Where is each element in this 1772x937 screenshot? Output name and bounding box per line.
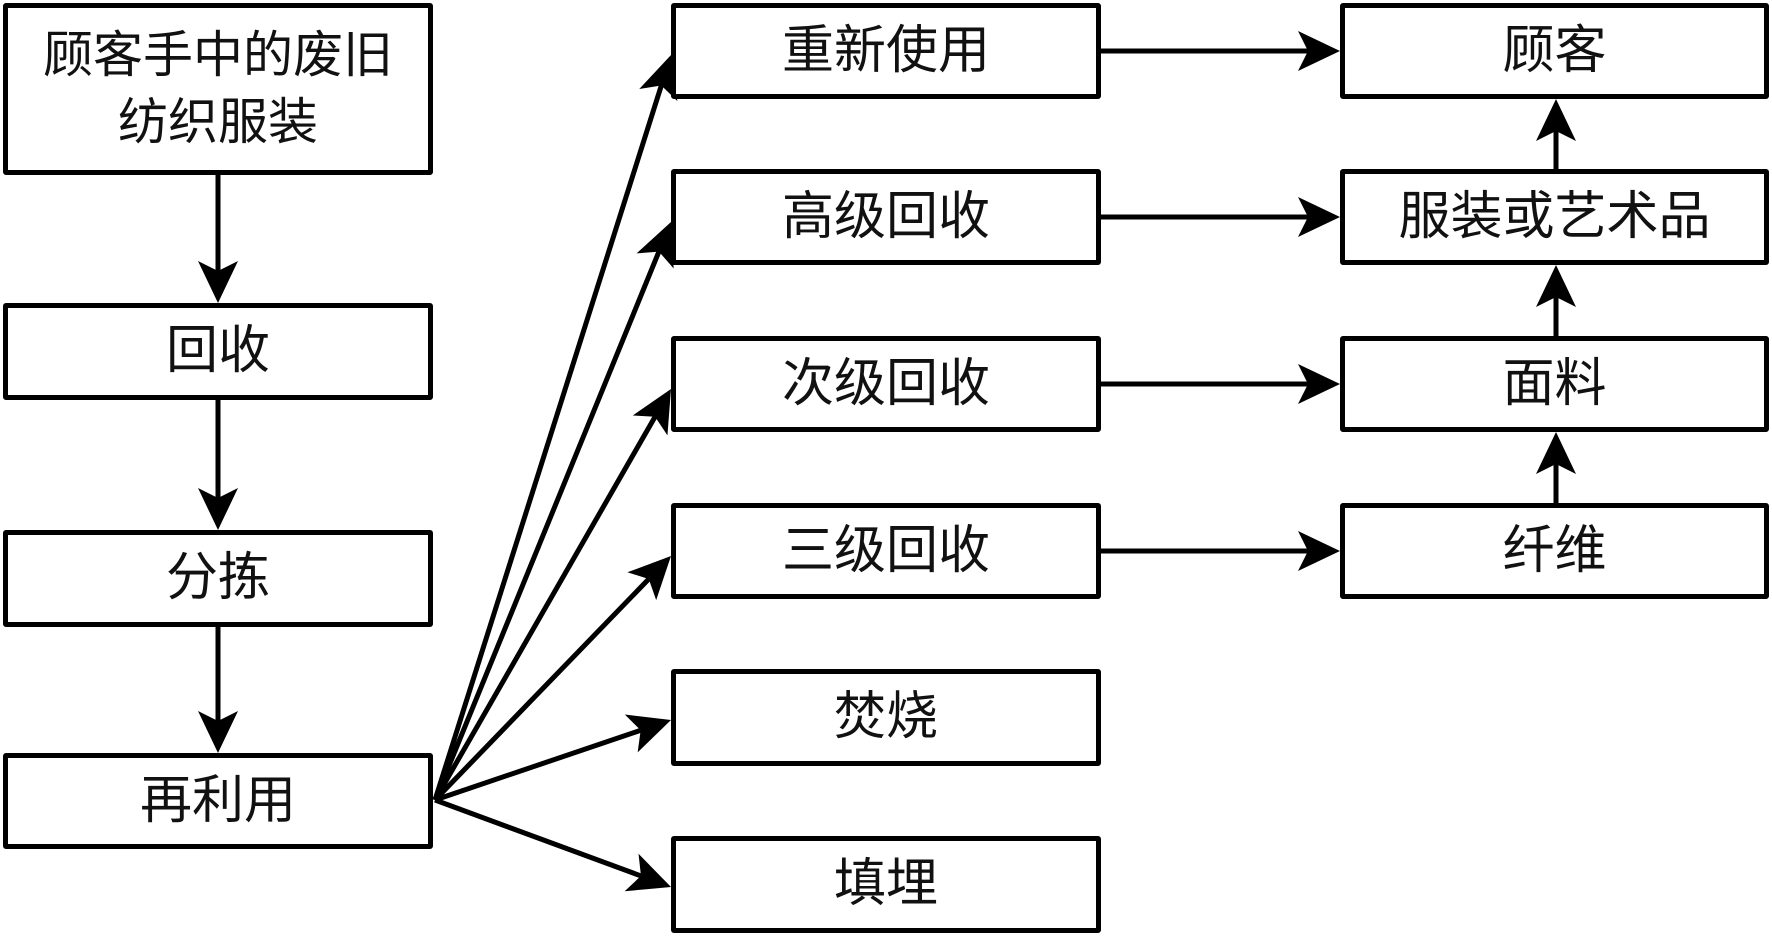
edge-line bbox=[432, 250, 662, 801]
arrowhead-icon bbox=[624, 714, 671, 753]
edge-sort-to-reuse-hub bbox=[198, 627, 238, 753]
node-landfill: 填埋 bbox=[671, 836, 1101, 933]
edge-fabric-to-garment-art bbox=[1536, 265, 1576, 336]
node-sort: 分拣 bbox=[3, 530, 433, 627]
edge-reuse-hub-to-direct-reuse bbox=[432, 55, 678, 801]
edge-line bbox=[433, 577, 651, 802]
arrowhead-icon bbox=[198, 488, 238, 530]
arrowhead-icon bbox=[632, 389, 671, 436]
node-fiber: 纤维 bbox=[1340, 503, 1769, 599]
edge-reuse-hub-to-landfill bbox=[434, 797, 671, 892]
node-secondary-recycle: 次级回收 bbox=[671, 336, 1101, 432]
edge-garment-art-to-customer bbox=[1536, 99, 1576, 169]
edge-fiber-to-fabric bbox=[1536, 432, 1576, 503]
arrowhead-icon bbox=[627, 556, 671, 601]
edge-reuse-hub-to-secondary-recycle bbox=[432, 389, 671, 802]
edge-direct-reuse-to-customer bbox=[1101, 31, 1340, 71]
node-incineration: 焚烧 bbox=[671, 669, 1101, 766]
edge-line bbox=[432, 84, 664, 801]
arrowhead-icon bbox=[1298, 364, 1340, 404]
node-tertiary-recycle: 三级回收 bbox=[671, 503, 1101, 599]
arrowhead-icon bbox=[198, 261, 238, 303]
node-customer: 顾客 bbox=[1340, 3, 1769, 99]
arrowhead-icon bbox=[1536, 265, 1576, 307]
edge-reuse-hub-to-advanced-recycle bbox=[432, 222, 674, 801]
edge-secondary-recycle-to-fabric bbox=[1101, 364, 1340, 404]
edge-line bbox=[432, 415, 658, 802]
arrowhead-icon bbox=[1298, 31, 1340, 71]
edge-collect-to-sort bbox=[198, 400, 238, 530]
arrowhead-icon bbox=[198, 711, 238, 753]
node-source-line1: 顾客手中的废旧 bbox=[43, 25, 393, 84]
arrowhead-icon bbox=[639, 55, 678, 102]
node-garment-art: 服装或艺术品 bbox=[1340, 169, 1769, 265]
edge-advanced-recycle-to-garment-art bbox=[1101, 197, 1340, 237]
edge-reuse-hub-to-incineration bbox=[434, 714, 671, 803]
edge-tertiary-recycle-to-fiber bbox=[1101, 531, 1340, 571]
arrowhead-icon bbox=[636, 222, 674, 269]
node-direct-reuse: 重新使用 bbox=[671, 3, 1101, 99]
node-source: 顾客手中的废旧 纺织服装 bbox=[3, 3, 433, 175]
node-source-line2: 纺织服装 bbox=[118, 93, 318, 151]
edge-source-to-collect bbox=[198, 175, 238, 303]
arrowhead-icon bbox=[1298, 531, 1340, 571]
arrowhead-icon bbox=[1298, 197, 1340, 237]
arrowhead-icon bbox=[1536, 432, 1576, 474]
arrowhead-icon bbox=[1536, 99, 1576, 141]
node-advanced-recycle: 高级回收 bbox=[671, 169, 1101, 265]
edge-line bbox=[434, 797, 642, 879]
node-fabric: 面料 bbox=[1340, 336, 1769, 432]
arrowhead-icon bbox=[624, 853, 671, 892]
node-collect: 回收 bbox=[3, 303, 433, 400]
edge-line bbox=[434, 727, 642, 803]
edge-reuse-hub-to-tertiary-recycle bbox=[433, 556, 671, 802]
node-reuse-hub: 再利用 bbox=[3, 753, 433, 849]
